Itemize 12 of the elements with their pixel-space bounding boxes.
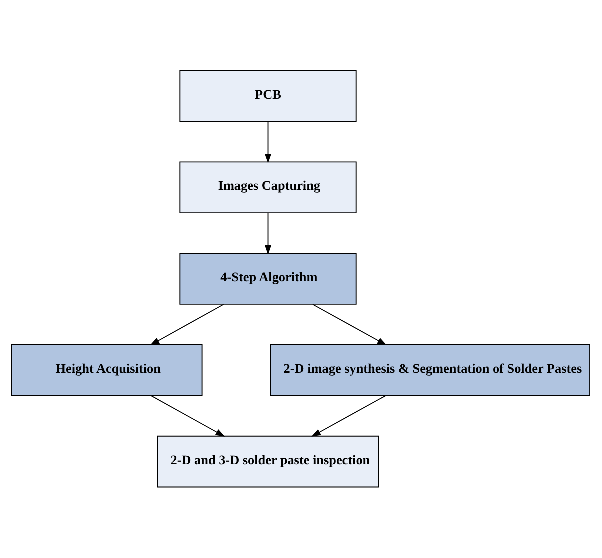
node-box: Images Capturing	[180, 162, 357, 214]
arrow	[312, 396, 386, 437]
node-box: 2-D image synthesis & Segmentation of Solder Pastes	[270, 344, 590, 396]
arrow	[150, 304, 224, 346]
node-box: PCB	[180, 70, 357, 122]
node-box: 4-Step Algorithm	[180, 253, 357, 305]
arrow	[312, 304, 387, 346]
node-box: Height Acquisition	[12, 344, 203, 396]
arrow	[151, 396, 226, 437]
arrow	[264, 121, 272, 164]
node-box: 2-D and 3-D solder paste inspection	[157, 436, 380, 488]
arrow	[264, 212, 272, 255]
